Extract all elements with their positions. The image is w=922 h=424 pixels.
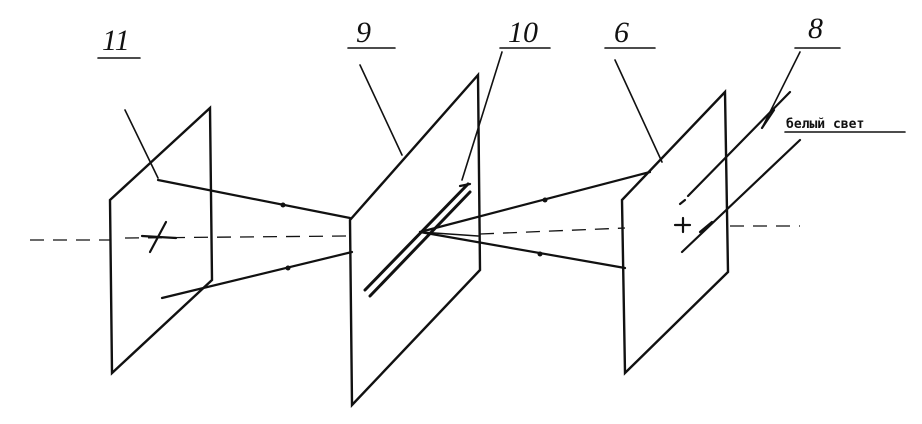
label-10: 10 [508,16,538,49]
plane-11-cross-mark [140,220,178,254]
plane-6 [620,89,730,376]
rays-11-to-9 [156,178,354,300]
element-10-grating [363,182,472,298]
plane-6-cross-mark [673,216,692,234]
rays-9-to-6 [418,170,652,270]
label-8: 8 [808,12,823,45]
optical-axis [30,225,800,241]
leader-lines [97,47,906,181]
plane-9 [348,71,482,408]
label-9: 9 [356,16,371,49]
label-6: 6 [614,16,629,49]
beam-note-white-light: белый свет [786,117,864,132]
label-11: 11 [102,24,130,57]
plane-11 [108,105,214,376]
incoming-beams-8 [678,90,802,254]
